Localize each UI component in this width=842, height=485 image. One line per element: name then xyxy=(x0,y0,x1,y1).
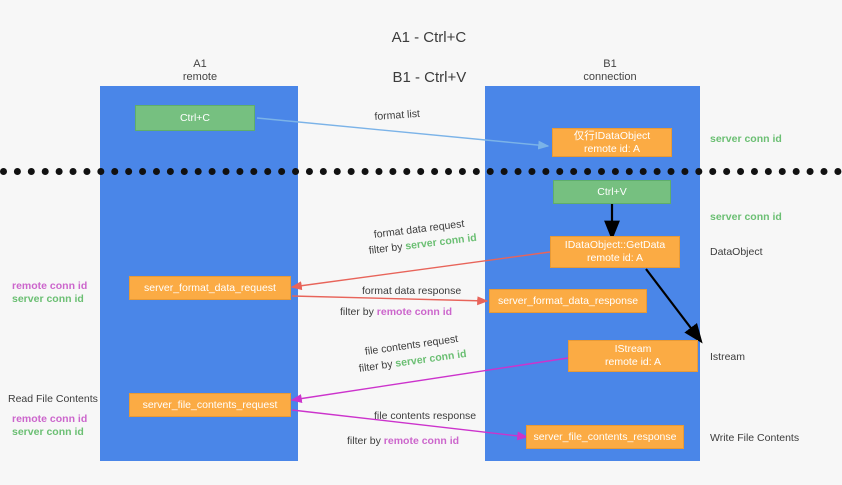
node-server-file-contents-request-label: server_file_contents_request xyxy=(142,398,278,411)
filter-by-text-2: filter by xyxy=(340,306,377,318)
column-header-b1-role: connection xyxy=(583,71,637,83)
node-idataobject-getdata-label: IDataObject::GetData xyxy=(564,239,666,251)
filter-by-text-1: filter by xyxy=(368,240,407,257)
node-istream-remote-id: remote id: A xyxy=(604,356,662,368)
node-idataobject-remote-id: remote id: A xyxy=(583,142,641,155)
annotation-remote-conn-id-1: remote conn id xyxy=(12,280,88,292)
node-server-format-data-response-label: server_format_data_response xyxy=(497,294,639,307)
annotation-write-file-contents: Write File Contents xyxy=(710,432,800,444)
edge-label-format-list: format list xyxy=(374,107,420,124)
node-istream-label: IStream xyxy=(614,343,652,355)
filter-by-text-3: filter by xyxy=(358,357,397,375)
edge-label-format-data-response: format data response xyxy=(362,284,461,298)
remote-conn-id-text-2: remote conn id xyxy=(383,435,460,447)
node-server-format-data-response[interactable]: server_format_data_response xyxy=(489,289,647,313)
node-istream[interactable]: IStream remote id: A xyxy=(568,340,698,372)
node-idataobject-getdata-remote-id: remote id: A xyxy=(586,252,644,264)
node-ctrl-v[interactable]: Ctrl+V xyxy=(553,180,671,204)
edge-label-format-list-text: format list xyxy=(374,107,421,123)
edge-label-file-contents-response-filter: filter by remote conn id xyxy=(347,434,459,448)
node-server-format-data-request-label: server_format_data_request xyxy=(144,281,276,294)
node-ctrl-c[interactable]: Ctrl+C xyxy=(135,105,255,131)
column-header-b1: B1 connection xyxy=(530,58,690,84)
node-server-file-contents-response-label: server_file_contents_response xyxy=(533,430,677,443)
column-header-a1-role: remote xyxy=(182,71,218,83)
node-idataobject-getdata[interactable]: IDataObject::GetData remote id: A xyxy=(550,236,680,268)
edge-label-format-data-response-filter: filter by remote conn id xyxy=(340,305,452,319)
column-header-a1: A1 remote xyxy=(120,58,280,84)
annotation-istream: Istream xyxy=(710,351,746,363)
node-idataobject[interactable]: 仅行IDataObject remote id: A xyxy=(552,128,672,157)
annotation-server-conn-id-mid: server conn id xyxy=(710,211,782,223)
annotation-server-conn-id-top: server conn id xyxy=(710,133,782,145)
annotation-remote-conn-id-2: remote conn id xyxy=(12,413,88,425)
diagram-title-line2: B1 - Ctrl+V xyxy=(392,69,467,86)
annotation-server-conn-id-2: server conn id xyxy=(12,426,84,438)
node-idataobject-label: 仅行IDataObject xyxy=(573,129,651,142)
annotation-dataobject: DataObject xyxy=(710,246,763,258)
diagram-title: A1 - Ctrl+C B1 - Ctrl+V xyxy=(0,8,842,108)
node-ctrl-v-label: Ctrl+V xyxy=(597,185,627,198)
edge-label-format-data-response-text: format data response xyxy=(362,285,462,297)
column-header-b1-name: B1 xyxy=(603,58,617,70)
node-server-file-contents-response[interactable]: server_file_contents_response xyxy=(526,425,684,449)
node-server-file-contents-request[interactable]: server_file_contents_request xyxy=(129,393,291,417)
edge-label-file-contents-response-text: file contents response xyxy=(374,410,477,422)
column-header-a1-name: A1 xyxy=(193,58,207,70)
node-ctrl-c-label: Ctrl+C xyxy=(179,111,211,124)
filter-by-text-4: filter by xyxy=(347,435,384,447)
phase-divider xyxy=(0,168,842,175)
annotation-read-file-contents: Read File Contents xyxy=(8,393,98,405)
node-server-format-data-request[interactable]: server_format_data_request xyxy=(129,276,291,300)
remote-conn-id-text-1: remote conn id xyxy=(376,306,453,318)
edge-label-file-contents-response: file contents response xyxy=(374,409,476,423)
annotation-server-conn-id-1: server conn id xyxy=(12,293,84,305)
diagram-title-line1: A1 - Ctrl+C xyxy=(391,29,467,46)
